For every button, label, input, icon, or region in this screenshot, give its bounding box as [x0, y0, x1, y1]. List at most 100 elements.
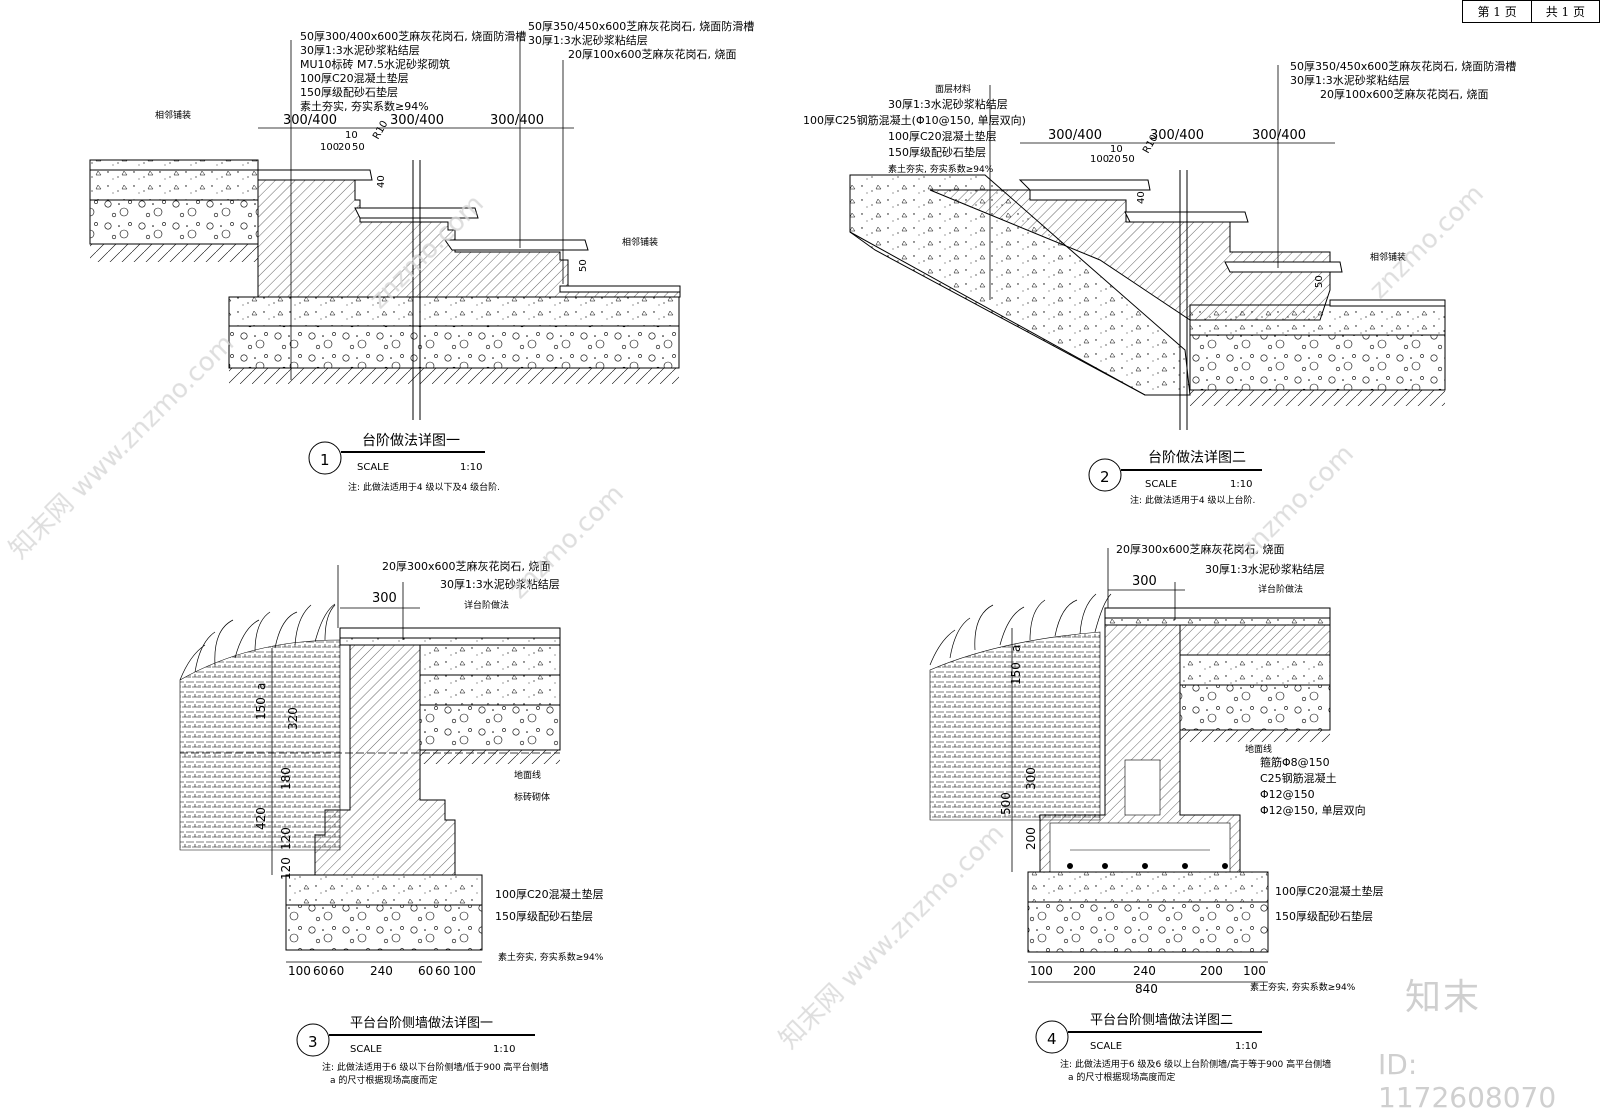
d1-side-label-left: 相邻铺装	[155, 109, 191, 121]
d3-concrete-base	[285, 874, 483, 906]
d1-leader-3: MU10标砖 M7.5水泥砂浆砌筑	[300, 57, 450, 71]
d4-note-2: a 的尺寸根据现场高度而定	[1068, 1071, 1175, 1083]
d1-leader-5: 150厚级配砂石垫层	[300, 85, 398, 99]
d2-note: 注: 此做法适用于4 级以上台阶.	[1130, 494, 1255, 506]
d4-dim-b: 100	[1030, 964, 1053, 978]
d3-leader-8: 素土夯实, 夯实系数≥94%	[498, 951, 604, 963]
d2-number: 2	[1100, 468, 1110, 486]
d2-scale-ratio: 1:10	[1230, 479, 1252, 490]
svg-text:znzmo.com: znzmo.com	[504, 479, 630, 605]
d3-number: 3	[308, 1033, 318, 1051]
d1-top-right-2: 30厚1:3水泥砂浆粘结层	[528, 33, 648, 47]
d3-dim-b: 60	[435, 964, 450, 978]
d1-concrete-layer	[228, 296, 680, 327]
d4-leader-4: 地面线	[1245, 743, 1272, 755]
d2-dim-small: 100	[1090, 154, 1109, 165]
d1-soil-layer	[229, 368, 679, 384]
d4-leader-8: Φ12@150, 单层双向	[1260, 803, 1366, 817]
d4-leader-6: C25钢筋混凝土	[1260, 771, 1337, 785]
d4-leader-9: 100厚C20混凝土垫层	[1275, 884, 1384, 898]
d4-leader-2: 30厚1:3水泥砂浆粘结层	[1205, 562, 1325, 576]
d3-note-2: a 的尺寸根据现场高度而定	[330, 1074, 437, 1086]
d1-tread-1	[257, 169, 373, 181]
d1-gravel-layer	[228, 325, 680, 369]
watermark-logo: 知末	[1405, 977, 1482, 1018]
d4-leader-11: 素土夯实, 夯实系数≥94%	[1250, 981, 1356, 993]
d3-dim-b: 60	[418, 964, 433, 978]
d4-gravel-base	[1027, 901, 1269, 953]
d3-number-circle	[296, 1023, 330, 1057]
d3-paving	[339, 627, 561, 639]
d4-dim-top: 300	[1132, 574, 1157, 589]
d3-dim-v: 420	[254, 807, 268, 830]
d3-dim-v: 120	[279, 827, 293, 850]
d4-scale-ratio: 1:10	[1235, 1041, 1257, 1052]
d2-tread-1	[1018, 179, 1151, 191]
d4-title: 平台台阶侧墙做法详图二	[1090, 1013, 1233, 1028]
d2-dim-small: 50	[1314, 275, 1325, 288]
d3-dim-top: 300	[372, 591, 397, 606]
d1-dim-small: 50	[352, 142, 365, 153]
d2-scale-label: SCALE	[1145, 479, 1177, 490]
d2-top-right-2: 30厚1:3水泥砂浆粘结层	[1290, 73, 1410, 87]
d3-dim-b: 60	[329, 964, 344, 978]
svg-text:知末网 www.znzmo.com: 知末网 www.znzmo.com	[774, 819, 1010, 1055]
d3-leader-2: 30厚1:3水泥砂浆粘结层	[440, 577, 560, 591]
d3-note-1: 注: 此做法适用于6 级以下台阶侧墙/低于900 高平台侧墙	[322, 1061, 549, 1073]
d4-dim-b: 100	[1243, 964, 1266, 978]
d2-concrete-layer	[1189, 304, 1446, 336]
d1-scale-label: SCALE	[357, 462, 389, 473]
d3-leader-5: 标砖砌体	[514, 791, 550, 803]
d3-scale-ratio: 1:10	[493, 1044, 515, 1055]
d3-dim-v: 120	[279, 857, 293, 880]
d1-tread-4	[559, 285, 681, 293]
d1-tread-2	[354, 207, 479, 219]
d3-dim-b: 60	[313, 964, 328, 978]
d2-dim-3: 300/400	[1252, 128, 1306, 143]
d2-leader-1: 面层材料	[935, 83, 971, 95]
d4-number: 4	[1047, 1030, 1057, 1048]
detail-4: 300 150 a 300 500 200 100 200 240 200 10…	[929, 542, 1384, 1083]
d3-grass	[179, 603, 336, 681]
d2-leader-5: 150厚级配砂石垫层	[888, 145, 986, 159]
d1-dim-small: 50	[578, 259, 589, 272]
d1-number-circle	[308, 441, 342, 475]
d3-title: 平台台阶侧墙做法详图一	[350, 1016, 493, 1031]
d1-leader-4: 100厚C20混凝土垫层	[300, 71, 409, 85]
d1-title: 台阶做法详图一	[362, 433, 460, 449]
d3-dim-v: 150	[254, 697, 268, 720]
d1-number: 1	[320, 451, 330, 469]
d3-leader-4: 地面线	[514, 769, 541, 781]
d4-grass	[929, 593, 1112, 666]
page-number: 第 1 页	[1477, 5, 1517, 19]
d4-leader-1: 20厚300x600芝麻灰花岗石, 烧面	[1116, 542, 1285, 556]
d1-dim-small: 100	[320, 142, 339, 153]
d3-leader-1: 20厚300x600芝麻灰花岗石, 烧面	[382, 559, 551, 573]
d1-dim-3: 300/400	[490, 113, 544, 128]
d3-leader-7: 150厚级配砂石垫层	[495, 909, 593, 923]
d2-dim-small: 10	[1110, 144, 1123, 155]
d3-dim-b: 100	[288, 964, 311, 978]
d4-dim-b: 200	[1073, 964, 1096, 978]
detail-3: 300 150 a 320 180 420 120 120 100 60 60 …	[179, 559, 604, 1086]
d2-gravel-layer	[1189, 334, 1446, 391]
d2-dim-2: 300/400	[1150, 128, 1204, 143]
d2-dim-small: 40	[1136, 191, 1147, 204]
d2-number-circle	[1088, 458, 1122, 492]
d4-earth-mass	[929, 631, 1101, 821]
d4-dim-v: 500	[999, 792, 1013, 815]
d4-scale-label: SCALE	[1090, 1041, 1122, 1052]
d2-title: 台阶做法详图二	[1148, 450, 1246, 466]
d1-dim-small: 20	[338, 142, 351, 153]
d1-tread-3	[444, 239, 589, 251]
d4-leader-10: 150厚级配砂石垫层	[1275, 909, 1373, 923]
d4-dim-v: 300	[1024, 767, 1038, 790]
d1-dim-small: 40	[376, 175, 387, 188]
d3-leader-3: 详台阶做法	[464, 599, 509, 611]
d2-tread-4	[1329, 299, 1446, 307]
d4-dim-b: 200	[1200, 964, 1223, 978]
d4-rebar-dots	[1067, 863, 1228, 869]
d4-dim-total: 840	[1135, 982, 1158, 996]
d1-leader-6: 素土夯实, 夯实系数≥94%	[300, 99, 429, 113]
d1-top-right-1: 50厚350/450x600芝麻灰花岗石, 烧面防滑槽	[528, 19, 754, 33]
